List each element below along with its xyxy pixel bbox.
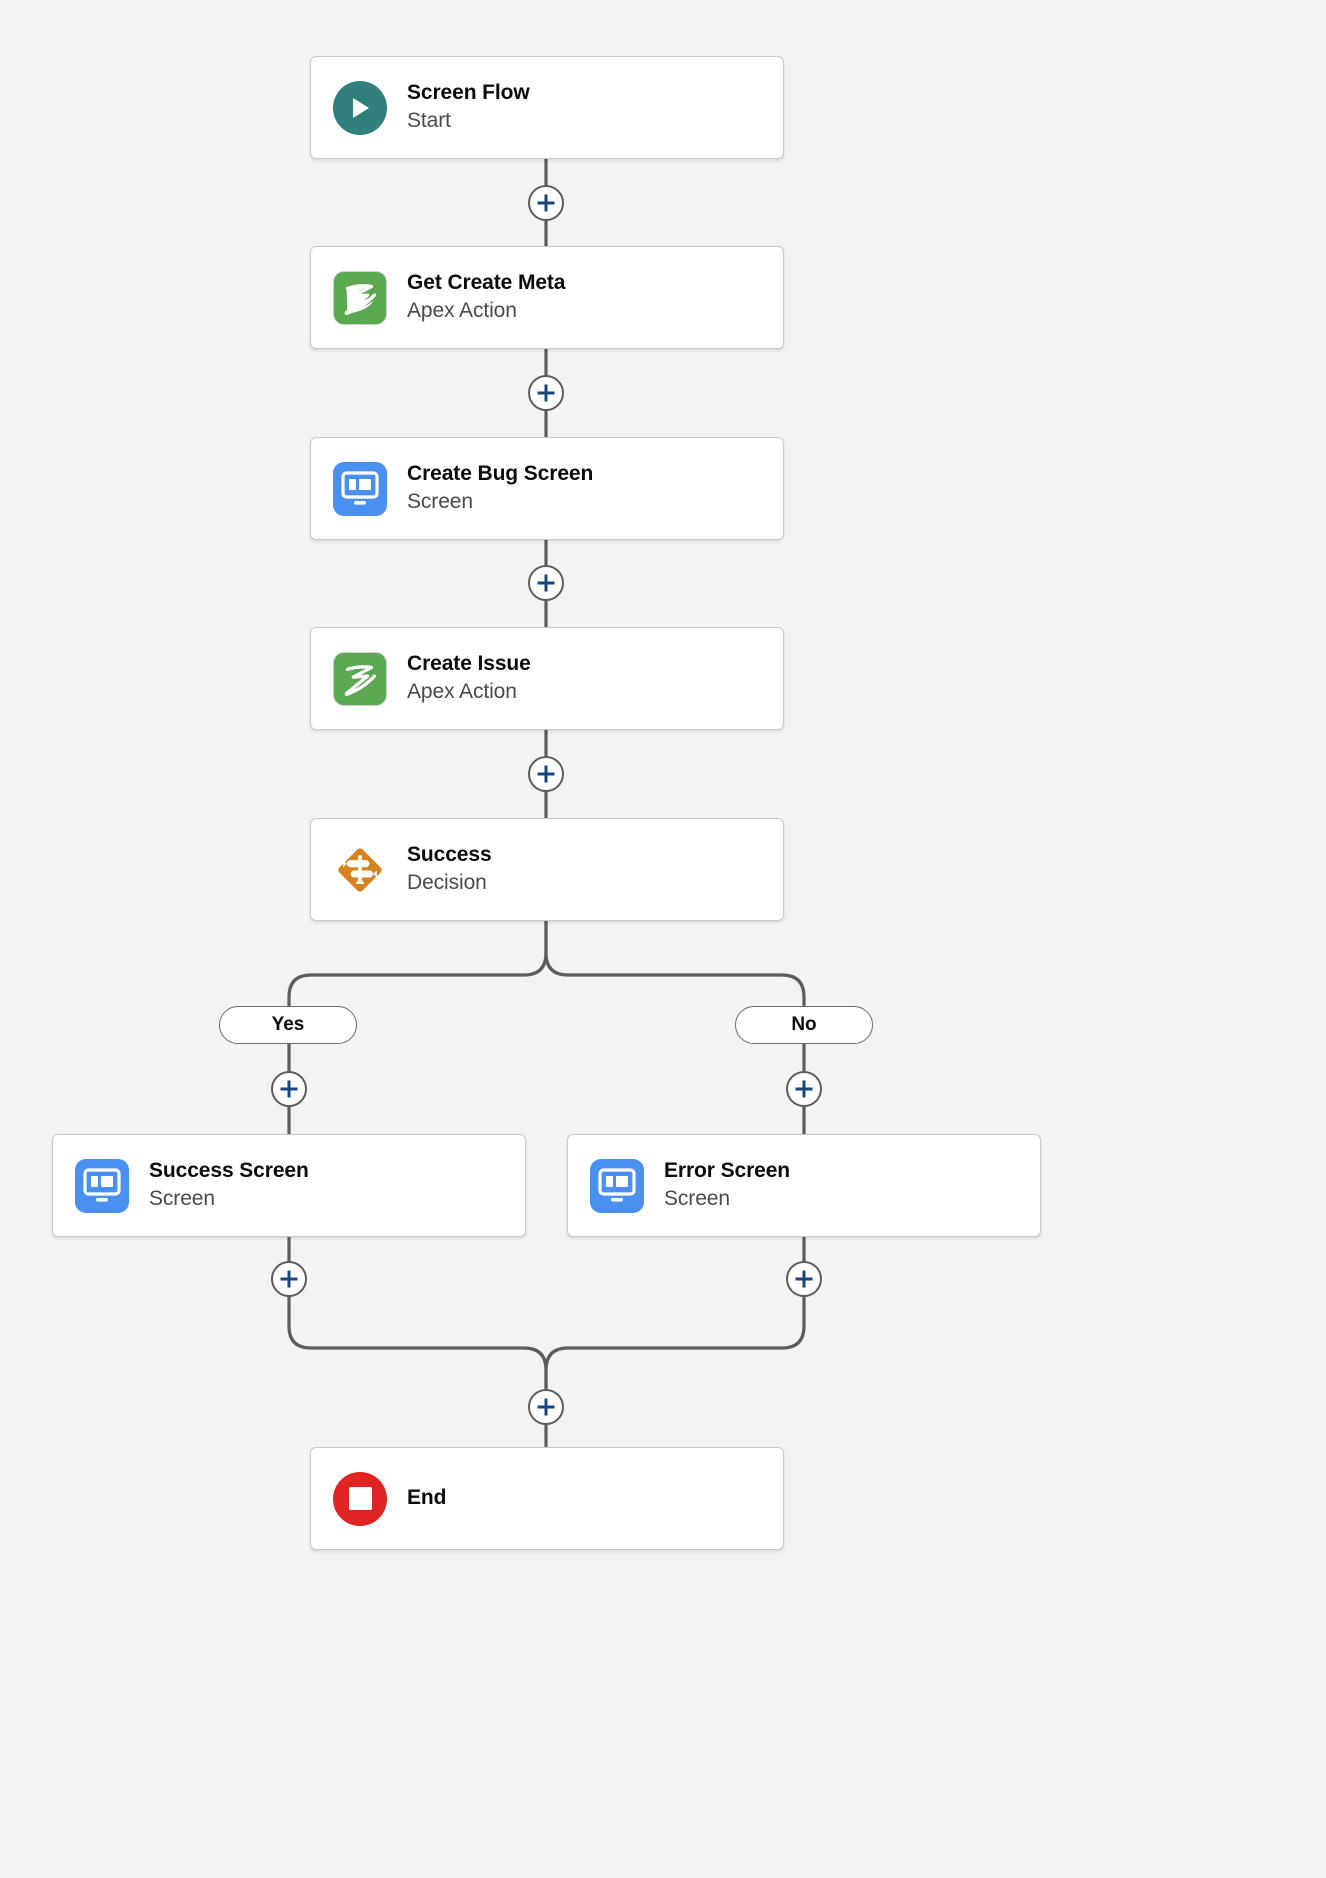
node-subtitle: Start (407, 109, 451, 133)
node-icon-wrapper (590, 1158, 644, 1213)
node-subtitle: Decision (407, 871, 487, 895)
node-title: Error Screen (664, 1159, 791, 1183)
screen-icon (590, 1158, 644, 1213)
stop-circle-icon (333, 1471, 387, 1526)
node-text: Error Screen Screen (664, 1158, 790, 1212)
add-element-button[interactable] (528, 185, 564, 221)
node-subtitle: Apex Action (407, 299, 517, 323)
branch-label-yes[interactable]: Yes (219, 1006, 357, 1044)
node-subtitle: Screen (664, 1187, 730, 1211)
add-element-button[interactable] (528, 565, 564, 601)
branch-label-text: Yes (271, 1014, 305, 1035)
screen-icon (75, 1158, 129, 1213)
node-text: End (407, 1485, 446, 1512)
node-icon-wrapper (75, 1158, 129, 1213)
node-text: Get Create Meta Apex Action (407, 270, 565, 324)
stop-square-glyph (348, 1487, 372, 1510)
node-text: Success Screen Screen (149, 1158, 309, 1212)
flow-node-get-create-meta[interactable]: Get Create Meta Apex Action (310, 246, 784, 349)
node-icon-wrapper (333, 651, 387, 706)
add-element-button[interactable] (786, 1071, 822, 1107)
branch-label-text: No (791, 1014, 817, 1035)
add-element-button[interactable] (271, 1261, 307, 1297)
plus-icon (537, 194, 555, 212)
add-element-button[interactable] (528, 1389, 564, 1425)
flow-node-start[interactable]: Screen Flow Start (310, 56, 784, 159)
node-title: End (407, 1486, 447, 1510)
node-text: Create Bug Screen Screen (407, 461, 593, 515)
flow-node-success-screen[interactable]: Success Screen Screen (52, 1134, 526, 1237)
apex-action-icon (333, 270, 387, 325)
node-icon-wrapper (333, 461, 387, 516)
node-icon-wrapper (333, 80, 387, 135)
node-icon-wrapper (333, 1471, 387, 1526)
branch-label-no[interactable]: No (735, 1006, 873, 1044)
node-subtitle: Screen (149, 1187, 215, 1211)
node-text: Create Issue Apex Action (407, 651, 531, 705)
node-title: Create Issue (407, 652, 531, 676)
node-title: Screen Flow (407, 81, 530, 105)
node-text: Screen Flow Start (407, 80, 530, 134)
play-circle-icon (333, 80, 387, 135)
node-title: Success Screen (149, 1159, 309, 1183)
node-text: Success Decision (407, 842, 492, 896)
node-title: Success (407, 843, 492, 867)
add-element-button[interactable] (786, 1261, 822, 1297)
node-subtitle: Apex Action (407, 680, 517, 704)
node-title: Get Create Meta (407, 271, 566, 295)
flow-node-success-decision[interactable]: Success Decision (310, 818, 784, 921)
node-icon-wrapper (333, 270, 387, 325)
add-element-button[interactable] (271, 1071, 307, 1107)
plus-icon (795, 1270, 813, 1288)
node-title: Create Bug Screen (407, 462, 594, 486)
flow-node-create-bug-screen[interactable]: Create Bug Screen Screen (310, 437, 784, 540)
decision-icon (331, 841, 389, 899)
node-subtitle: Screen (407, 490, 473, 514)
plus-icon (537, 384, 555, 402)
plus-icon (537, 574, 555, 592)
plus-icon (280, 1270, 298, 1288)
flow-node-error-screen[interactable]: Error Screen Screen (567, 1134, 1041, 1237)
plus-icon (795, 1080, 813, 1098)
add-element-button[interactable] (528, 756, 564, 792)
flow-node-create-issue[interactable]: Create Issue Apex Action (310, 627, 784, 730)
add-element-button[interactable] (528, 375, 564, 411)
screen-icon (333, 461, 387, 516)
plus-icon (537, 765, 555, 783)
node-icon-wrapper (333, 843, 387, 897)
plus-icon (537, 1398, 555, 1416)
plus-icon (280, 1080, 298, 1098)
flow-node-end[interactable]: End (310, 1447, 784, 1550)
apex-action-icon (333, 651, 387, 706)
